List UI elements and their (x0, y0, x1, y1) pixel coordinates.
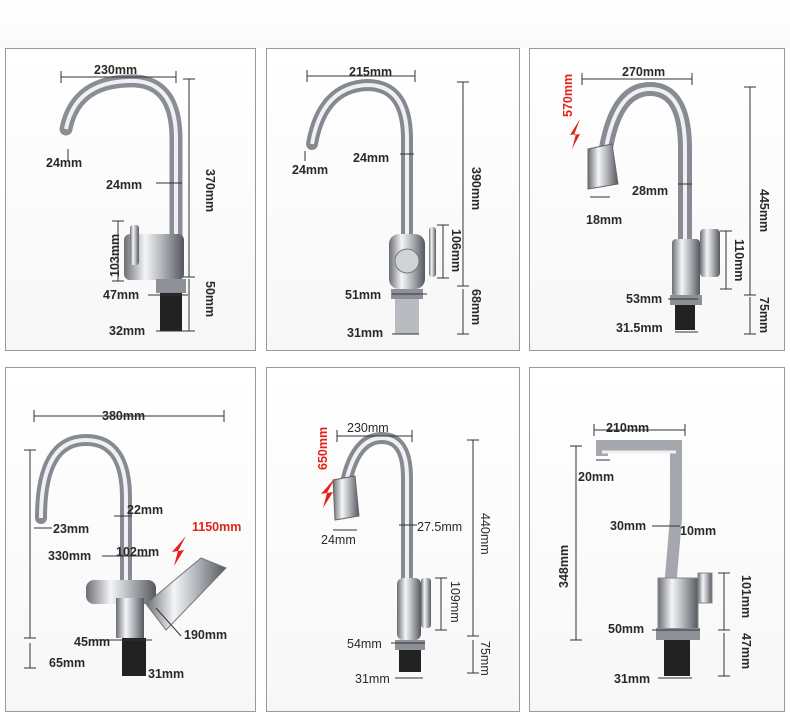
dim-width: 230mm (347, 421, 389, 435)
dim-base: 51mm (345, 288, 382, 302)
faucet-drawing-5 (321, 430, 479, 679)
dim-shank: 31mm (347, 326, 384, 340)
dim-shank: 31mm (148, 667, 185, 681)
mount-shank (664, 640, 690, 676)
faucet-base (670, 295, 702, 305)
spout (596, 440, 682, 589)
dim-neck: 10mm (680, 524, 717, 538)
dim-sprayer-gap: 102mm (116, 545, 160, 559)
dim-thread: 75mm (757, 297, 771, 334)
dim-neck: 22mm (127, 503, 164, 517)
dim-handle: 110mm (732, 239, 746, 282)
dim-base: 53mm (626, 292, 663, 306)
dim-sprayer-len: 190mm (184, 628, 228, 642)
dim-spout-tip: 23mm (53, 522, 90, 536)
lever-handle (697, 572, 713, 604)
faucet-drawing-1 (59, 71, 195, 332)
dim-pullout: 650mm (316, 426, 330, 470)
dim-spout-tip: 24mm (292, 163, 329, 177)
mount-shank (399, 650, 421, 672)
dim-thread: 50mm (203, 281, 217, 318)
faucet-body (397, 578, 421, 640)
mount-shank (395, 299, 419, 334)
faucet-drawing-6 (570, 424, 730, 679)
spout (35, 433, 132, 594)
mount-shank (675, 305, 695, 330)
faucet-drawing-4 (24, 410, 227, 676)
dim-neck: 27.5mm (417, 520, 463, 534)
dim-height: 390mm (469, 167, 483, 211)
dim-height: 330mm (48, 549, 92, 563)
faucet-body (672, 239, 700, 297)
dim-shank: 31mm (614, 672, 651, 686)
dim-thread: 65mm (49, 656, 86, 670)
lever-handle (421, 578, 431, 628)
dim-base: 54mm (347, 637, 382, 651)
dim-spray-head: 18mm (586, 213, 623, 227)
dim-width: 380mm (102, 409, 146, 423)
dim-width: 270mm (622, 65, 666, 79)
faucet-base (395, 640, 425, 650)
dim-spout-tip: 20mm (578, 470, 615, 484)
dim-handle: 103mm (108, 233, 122, 277)
spray-head (332, 475, 360, 521)
faucet-panel-2: 215mm 24mm 24mm 390mm 106mm 51mm 68mm 31… (266, 48, 520, 351)
dim-base: 50mm (608, 622, 645, 636)
faucet-panel-1: 230mm 24mm 24mm 370mm 103mm 47mm 50mm 32… (5, 48, 256, 351)
dim-pullout: 1150mm (192, 520, 242, 534)
dim-shank: 31.5mm (616, 321, 663, 335)
dim-width: 230mm (94, 63, 138, 77)
faucet-panel-5: 230mm 650mm 27.5mm 24mm 440mm 109mm 54mm… (266, 367, 520, 712)
dim-neck: 24mm (106, 178, 143, 192)
faucet-panel-4: 380mm 22mm 23mm 1150mm 330mm 102mm 45mm … (5, 367, 256, 712)
faucet-panel-3: 270mm 570mm 28mm 18mm 445mm 110mm 53mm 7… (529, 48, 785, 351)
spout (59, 74, 183, 246)
dim-neck: 24mm (353, 151, 390, 165)
dim-height: 348mm (557, 544, 571, 588)
dim-thread: 47mm (739, 633, 753, 670)
dim-height: 440mm (478, 513, 492, 555)
dim-shank: 31mm (355, 672, 390, 686)
dim-thread: 68mm (469, 289, 483, 326)
dim-upper: 30mm (610, 519, 647, 533)
dim-width: 210mm (606, 421, 650, 435)
lever-handle (429, 227, 436, 277)
dim-shank: 32mm (109, 324, 146, 338)
side-sprayer (145, 557, 227, 631)
spray-head (587, 143, 619, 190)
top-strip (0, 0, 790, 48)
dim-handle: 101mm (739, 575, 753, 619)
faucet-drawing-3 (570, 73, 756, 335)
faucet-base (656, 628, 700, 640)
pullout-arrow (172, 536, 186, 566)
faucet-body (657, 577, 699, 631)
dim-base: 47mm (103, 288, 140, 302)
dim-spout-tip: 24mm (46, 156, 83, 170)
pullout-arrow (570, 119, 580, 149)
dim-handle: 109mm (448, 581, 462, 623)
dim-height: 445mm (757, 189, 771, 233)
faucet-panel-6: 210mm 20mm 30mm 10mm 348mm 101mm 50mm 47… (529, 367, 785, 712)
dim-width: 215mm (349, 65, 393, 79)
dim-thread: 75mm (478, 641, 492, 676)
lever-handle (130, 225, 139, 265)
dim-spray-head: 24mm (321, 533, 356, 547)
dim-pullout: 570mm (561, 73, 575, 117)
pullout-arrow (321, 478, 335, 508)
faucet-base (156, 279, 186, 293)
mount-shank (122, 638, 146, 676)
dim-neck: 28mm (632, 184, 669, 198)
mount-shank (160, 293, 182, 331)
dim-base: 45mm (74, 635, 111, 649)
dim-handle: 106mm (449, 229, 463, 273)
faucet-drawing-2 (304, 70, 469, 335)
dim-height: 370mm (203, 169, 217, 213)
lever-handle (700, 229, 720, 277)
